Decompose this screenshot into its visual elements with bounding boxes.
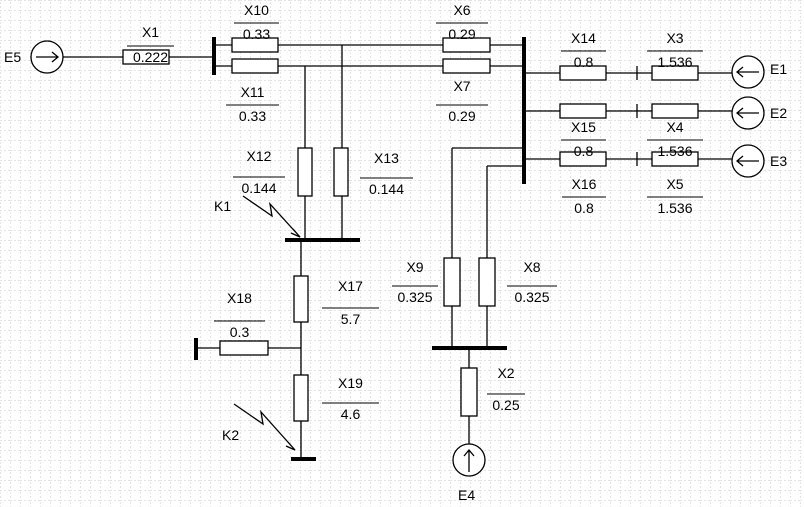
label-x16: X16 0.8	[562, 176, 606, 216]
fault-label-k1: K1	[214, 198, 231, 214]
reactance-x3	[651, 65, 699, 81]
label-x12: X12 0.144	[233, 148, 285, 196]
label-x2: X2 0.25	[487, 365, 525, 413]
element-name: X7	[453, 78, 470, 94]
element-value: 0.29	[448, 108, 475, 124]
element-value: 0.8	[574, 200, 594, 216]
element-name: X10	[244, 2, 269, 18]
element-name: X14	[571, 30, 596, 46]
source-e4: E4	[452, 443, 486, 503]
element-name: X13	[374, 150, 399, 166]
element-name: X17	[338, 278, 363, 294]
source-e1: E1	[731, 55, 787, 89]
element-name: X5	[666, 176, 683, 192]
label-x4: X4 1.536	[647, 119, 703, 159]
element-value: 0.8	[574, 143, 594, 159]
element-value: 0.325	[397, 289, 432, 305]
reactance-x10	[231, 37, 279, 53]
fault-lightning-icon	[242, 195, 301, 238]
source-e2: E2	[731, 96, 787, 130]
element-value: 5.7	[341, 311, 361, 327]
label-x18: X18 0.3	[214, 290, 265, 340]
source-e3: E3	[731, 144, 787, 178]
element-value: 0.33	[243, 26, 270, 42]
reactance-x7	[442, 58, 491, 74]
label-x13: X13 0.144	[360, 150, 413, 197]
arrow-up-icon	[463, 448, 475, 472]
element-name: X4	[666, 119, 683, 135]
element-name: X16	[572, 176, 597, 192]
reactance-x13	[333, 147, 349, 197]
element-name: X15	[571, 119, 596, 135]
element-value: 0.33	[239, 108, 266, 124]
label-x6: X6 0.29	[436, 2, 488, 42]
source-label-e5: E5	[4, 49, 21, 65]
reactance-x2	[460, 367, 478, 417]
element-value: 1.536	[657, 54, 692, 70]
source-label-e1: E1	[770, 61, 787, 77]
fault-k2: K2	[222, 403, 296, 451]
element-name: X2	[497, 365, 514, 381]
element-value: 0.325	[514, 289, 549, 305]
element-value: 0.144	[241, 180, 276, 196]
element-name: X6	[453, 2, 470, 18]
label-x9: X9 0.325	[392, 259, 438, 305]
source-label-e3: E3	[770, 153, 787, 169]
label-x15: X15 0.8	[561, 119, 606, 159]
element-value: 0.29	[448, 26, 475, 42]
reactance-x9	[443, 257, 461, 307]
reactance-x17	[293, 275, 309, 323]
element-name: X19	[338, 375, 363, 391]
arrow-left-icon	[735, 66, 759, 78]
arrow-left-icon	[735, 107, 759, 119]
element-value: 0.8	[574, 54, 594, 70]
source-label-e2: E2	[770, 105, 787, 121]
arrow-left-icon	[735, 155, 759, 167]
label-x7: X7 0.29	[436, 78, 488, 124]
reactance-x12	[297, 147, 313, 197]
source-e5: E5	[4, 40, 64, 74]
reactance-x19	[293, 374, 309, 422]
element-name: X12	[247, 148, 272, 164]
label-x1: X1 0.222	[127, 24, 174, 65]
fault-lightning-icon	[233, 403, 296, 451]
arrow-right-icon	[36, 51, 60, 63]
label-x10: X10 0.33	[234, 2, 279, 42]
label-x19: X19 4.6	[322, 375, 379, 422]
reactance-x4	[651, 103, 699, 119]
label-x14: X14 0.8	[561, 30, 606, 70]
element-name: X11	[241, 84, 265, 100]
label-x3: X3 1.536	[647, 30, 703, 70]
reactance-x14	[559, 65, 607, 81]
reactance-x5	[651, 151, 699, 167]
element-name: X3	[666, 30, 683, 46]
label-x17: X17 5.7	[322, 278, 379, 327]
fault-k1: K1	[214, 195, 301, 238]
label-x11: X11 0.33	[226, 84, 279, 124]
element-name: X1	[142, 24, 159, 40]
reactance-x18	[219, 340, 269, 356]
reactance-x6	[442, 37, 491, 53]
reactance-x15	[559, 103, 607, 119]
label-x8: X8 0.325	[507, 259, 557, 305]
reactance-x8	[478, 257, 496, 307]
element-value: 0.3	[230, 324, 250, 340]
source-label-e4: E4	[458, 487, 475, 503]
element-value: 0.144	[369, 181, 404, 197]
element-name: X8	[523, 259, 540, 275]
element-value: 0.25	[492, 397, 519, 413]
fault-label-k2: K2	[222, 427, 239, 443]
reactance-x16	[559, 151, 607, 167]
element-value: 1.536	[657, 200, 692, 216]
element-value: 0.222	[133, 49, 168, 65]
element-value: 4.6	[341, 406, 361, 422]
reactance-x1	[122, 49, 170, 65]
element-name: X18	[227, 290, 252, 306]
element-value: 1.536	[657, 143, 692, 159]
reactance-x11	[231, 58, 279, 74]
element-name: X9	[406, 259, 423, 275]
label-x5: X5 1.536	[647, 176, 703, 216]
